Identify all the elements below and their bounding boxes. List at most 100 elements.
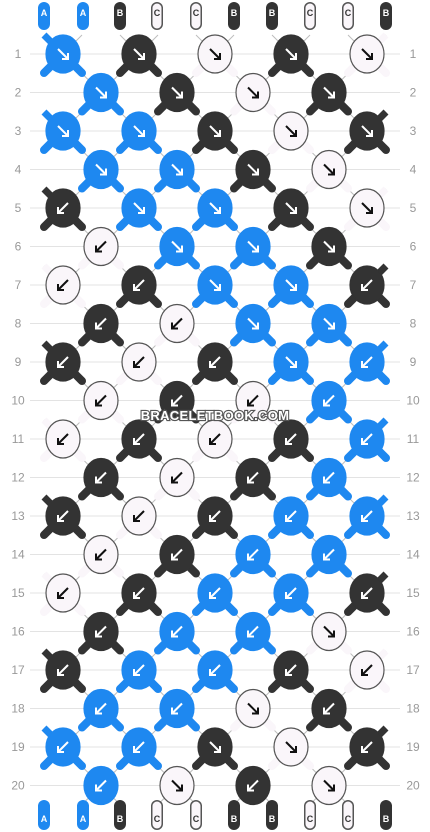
row-number-left: 16 <box>11 625 25 639</box>
arrow-down-left-icon <box>133 356 145 368</box>
knot <box>159 765 195 806</box>
arrow-down-right-icon <box>323 317 335 330</box>
knot <box>121 650 157 690</box>
arrow-head <box>361 361 368 368</box>
row-number-right: 8 <box>410 317 417 331</box>
arrow-down-left-icon <box>323 394 335 407</box>
row-number-right: 6 <box>410 240 417 254</box>
arrow-head <box>366 53 373 60</box>
row-number-left: 19 <box>11 740 25 754</box>
row-number-right: 11 <box>407 432 420 446</box>
knot <box>311 457 347 498</box>
arrow-head <box>328 784 335 792</box>
arrow-head <box>366 207 373 214</box>
arrow-down-right-icon <box>247 240 259 253</box>
row-number-left: 13 <box>11 509 25 523</box>
arrow-down-right-icon <box>133 202 145 214</box>
arrow-head <box>133 669 140 676</box>
arrow-down-left-icon <box>133 279 145 291</box>
knot <box>197 342 233 382</box>
arrow-head <box>247 784 254 792</box>
arrow-down-left-icon <box>285 587 297 599</box>
row-number-right: 5 <box>410 201 417 215</box>
row-number-left: 17 <box>11 663 25 677</box>
arrow-head <box>328 245 335 253</box>
watermark: BRACELETBOOK.COM <box>141 408 290 423</box>
arrow-head <box>252 91 259 99</box>
arrow-head <box>247 476 254 484</box>
arrow-head <box>57 669 64 676</box>
arrow-down-left-icon <box>133 433 145 445</box>
arrow-down-left-icon <box>95 548 107 561</box>
arrow-down-right-icon <box>247 163 259 176</box>
string-label-bottom: B <box>231 814 238 824</box>
arrow-down-left-icon <box>361 356 373 368</box>
arrow-head <box>214 207 221 214</box>
knot <box>349 496 385 536</box>
arrow-head <box>95 245 102 253</box>
row-number-left: 14 <box>11 548 25 562</box>
arrow-head <box>290 284 297 291</box>
arrow-head <box>328 322 335 330</box>
string-label-bottom: C <box>154 814 161 824</box>
arrow-down-right-icon <box>285 202 297 214</box>
string-label-bottom: B <box>383 814 390 824</box>
arrow-down-left-icon <box>247 625 259 638</box>
arrow-down-right-icon <box>323 625 335 638</box>
arrow-down-left-icon <box>171 548 183 561</box>
arrow-down-left-icon <box>133 664 145 676</box>
arrow-down-left-icon <box>361 587 373 599</box>
knot <box>159 72 195 113</box>
arrow-head <box>366 130 373 137</box>
arrow-down-left-icon <box>57 279 69 291</box>
knot <box>83 149 119 190</box>
row-number-right: 16 <box>406 625 420 639</box>
knot <box>311 611 347 652</box>
arrow-down-right-icon <box>285 125 297 137</box>
arrow-head <box>171 707 178 715</box>
arrow-head <box>171 553 178 561</box>
arrow-head <box>95 630 102 638</box>
knot <box>45 188 81 228</box>
arrow-head <box>214 53 221 60</box>
arrow-head <box>285 438 292 445</box>
knot <box>311 72 347 113</box>
string-label-top: C <box>345 8 352 18</box>
arrow-head <box>133 438 140 445</box>
arrow-head <box>171 476 178 484</box>
knot <box>121 188 157 228</box>
string-label-top: B <box>231 8 238 18</box>
arrow-head <box>290 53 297 60</box>
arrow-head <box>361 592 368 599</box>
arrow-head <box>252 707 259 715</box>
string-label-bottom: B <box>117 814 124 824</box>
arrow-down-right-icon <box>57 48 69 60</box>
knot <box>45 111 81 151</box>
arrow-head <box>361 438 368 445</box>
arrow-down-left-icon <box>95 317 107 330</box>
knot <box>159 688 195 729</box>
knot <box>349 650 385 690</box>
arrow-down-left-icon <box>323 471 335 484</box>
knot <box>235 765 271 806</box>
arrow-down-right-icon <box>323 163 335 176</box>
knot <box>349 265 385 305</box>
arrow-down-right-icon <box>209 279 221 291</box>
string-label-bottom: A <box>80 814 87 824</box>
arrow-head <box>133 361 140 368</box>
knot <box>273 111 309 151</box>
knot <box>235 688 271 729</box>
knot <box>197 573 233 613</box>
arrow-head <box>138 130 145 137</box>
arrow-down-right-icon <box>209 202 221 214</box>
arrow-head <box>252 322 259 330</box>
string-label-top: C <box>307 8 314 18</box>
arrow-down-left-icon <box>285 433 297 445</box>
knot-grid <box>45 34 385 806</box>
knot <box>235 72 271 113</box>
arrow-down-right-icon <box>171 779 183 792</box>
arrow-down-left-icon <box>95 625 107 638</box>
arrow-down-right-icon <box>323 86 335 99</box>
row-number-left: 8 <box>15 317 22 331</box>
knot <box>197 727 233 767</box>
